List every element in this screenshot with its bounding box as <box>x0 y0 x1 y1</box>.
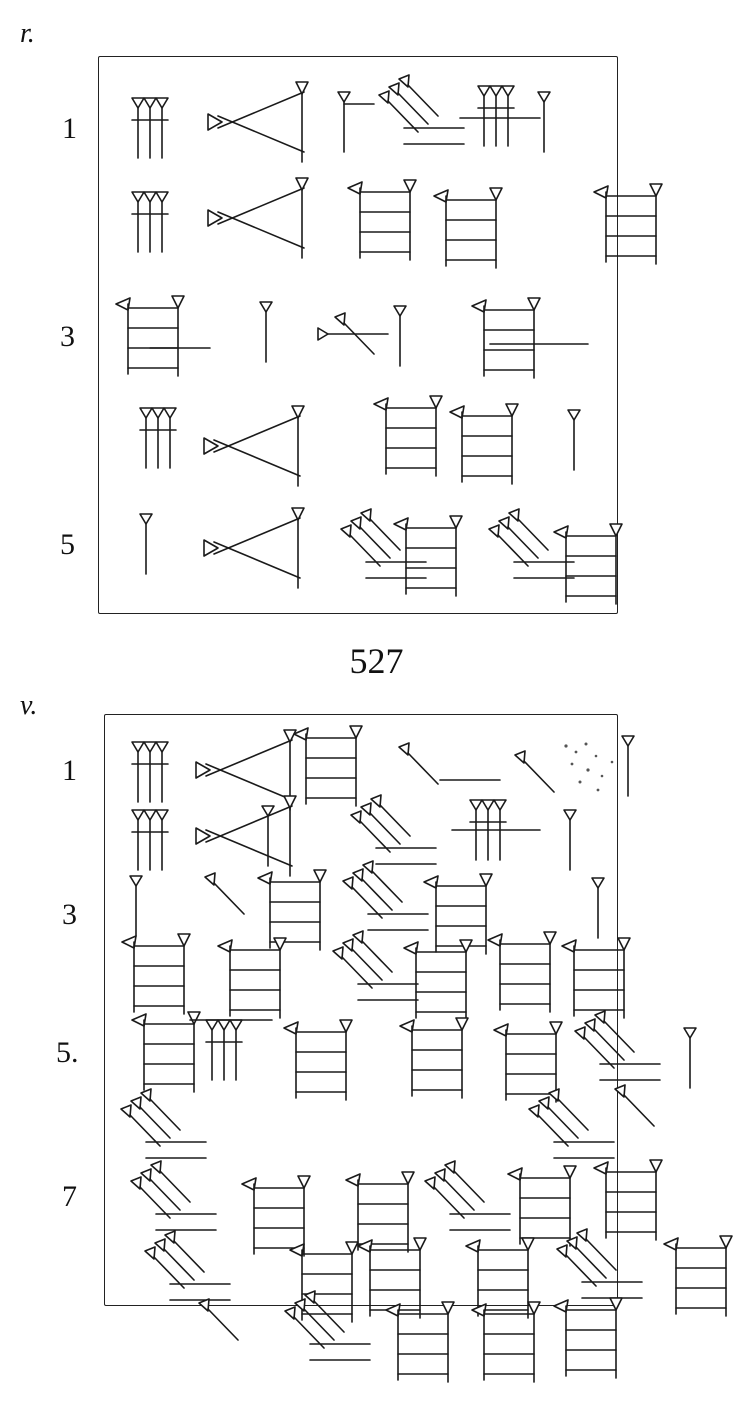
obverse-line-number-1: 1 <box>62 112 77 145</box>
reverse-line-number-5: 5. <box>56 1036 79 1069</box>
reverse-side-label: v. <box>20 690 38 721</box>
reverse-line-number-7: 7 <box>62 1180 77 1213</box>
damaged-area-icon <box>564 742 614 792</box>
obverse-line-number-3: 3 <box>60 320 75 353</box>
obverse-tablet-frame <box>98 56 618 614</box>
obverse-side-label: r. <box>20 18 35 49</box>
reverse-line-number-3: 3 <box>62 898 77 931</box>
tablet-number: 527 <box>349 641 404 681</box>
obverse-line-number-5: 5 <box>60 528 75 561</box>
reverse-line-number-1: 1 <box>62 754 77 787</box>
